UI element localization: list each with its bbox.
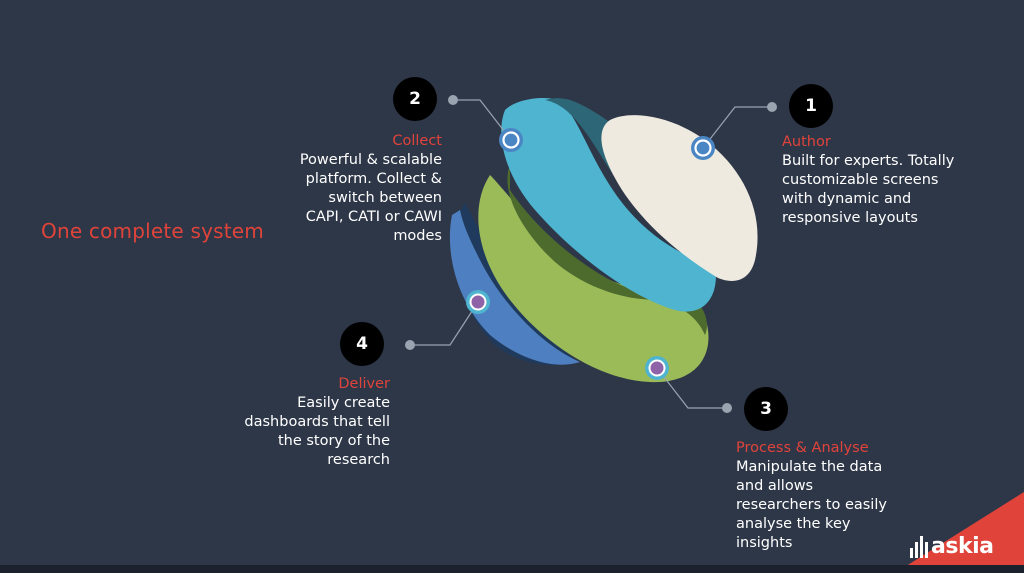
connector-dot-4 bbox=[405, 340, 415, 350]
step-heading: Process & Analyse bbox=[736, 440, 869, 456]
connector-line-2 bbox=[453, 99, 512, 141]
step-process: Process & Analyse Manipulate the data an… bbox=[736, 439, 887, 553]
connector-dot-2 bbox=[448, 95, 458, 105]
step-line: Powerful & scalable bbox=[299, 152, 442, 168]
main-title: One complete system bbox=[41, 219, 264, 243]
connector-line-3 bbox=[656, 367, 727, 409]
connector-line-4 bbox=[410, 301, 479, 346]
step-line: customizable screens bbox=[782, 172, 939, 188]
segment-deliver-blue bbox=[449, 210, 580, 365]
step-line: research bbox=[327, 452, 390, 468]
step-line: and allows bbox=[736, 478, 814, 494]
step-line: analyse the key bbox=[736, 516, 851, 532]
ring-marker-collect bbox=[499, 128, 523, 152]
segment-process-darkgreen bbox=[507, 165, 707, 335]
step-line: Manipulate the data bbox=[736, 459, 883, 475]
bars-icon bbox=[910, 535, 928, 558]
step-line: platform. Collect & bbox=[305, 171, 442, 187]
step-heading: Collect bbox=[392, 133, 442, 149]
step-number-3: 3 bbox=[744, 387, 788, 431]
step-line: modes bbox=[393, 228, 442, 244]
step-line: responsive layouts bbox=[782, 210, 918, 226]
step-number-1: 1 bbox=[789, 84, 833, 128]
step-line: dashboards that tell bbox=[244, 414, 390, 430]
step-number-2: 2 bbox=[393, 77, 437, 121]
step-line: with dynamic and bbox=[782, 191, 912, 207]
step-line: CAPI, CATI or CAWI bbox=[305, 209, 442, 225]
step-line: researchers to easily bbox=[736, 497, 887, 513]
segment-collect-teal bbox=[501, 98, 716, 312]
step-line: insights bbox=[736, 535, 793, 551]
step-line: switch between bbox=[328, 190, 442, 206]
corner-accent bbox=[895, 492, 1024, 573]
step-author: Author Built for experts. Totally custom… bbox=[782, 133, 954, 228]
connector-line-1 bbox=[702, 106, 772, 149]
step-line: the story of the bbox=[277, 433, 390, 449]
step-heading: Deliver bbox=[338, 376, 390, 392]
step-line: Easily create bbox=[297, 395, 390, 411]
connector-dot-3 bbox=[722, 403, 732, 413]
ring-marker-process bbox=[645, 356, 669, 380]
step-deliver: Deliver Easily create dashboards that te… bbox=[244, 375, 390, 470]
step-heading: Author bbox=[782, 134, 831, 150]
connector-dot-1 bbox=[767, 102, 777, 112]
askia-logo: askia bbox=[910, 534, 994, 559]
step-number-4: 4 bbox=[340, 322, 384, 366]
bottom-strip bbox=[0, 565, 1024, 573]
ring-marker-author bbox=[691, 136, 715, 160]
segment-author-cream bbox=[601, 115, 758, 281]
ring-marker-deliver bbox=[466, 290, 490, 314]
logo-text: askia bbox=[931, 534, 994, 559]
step-collect: Collect Powerful & scalable platform. Co… bbox=[300, 132, 442, 246]
step-line: Built for experts. Totally bbox=[782, 153, 955, 169]
